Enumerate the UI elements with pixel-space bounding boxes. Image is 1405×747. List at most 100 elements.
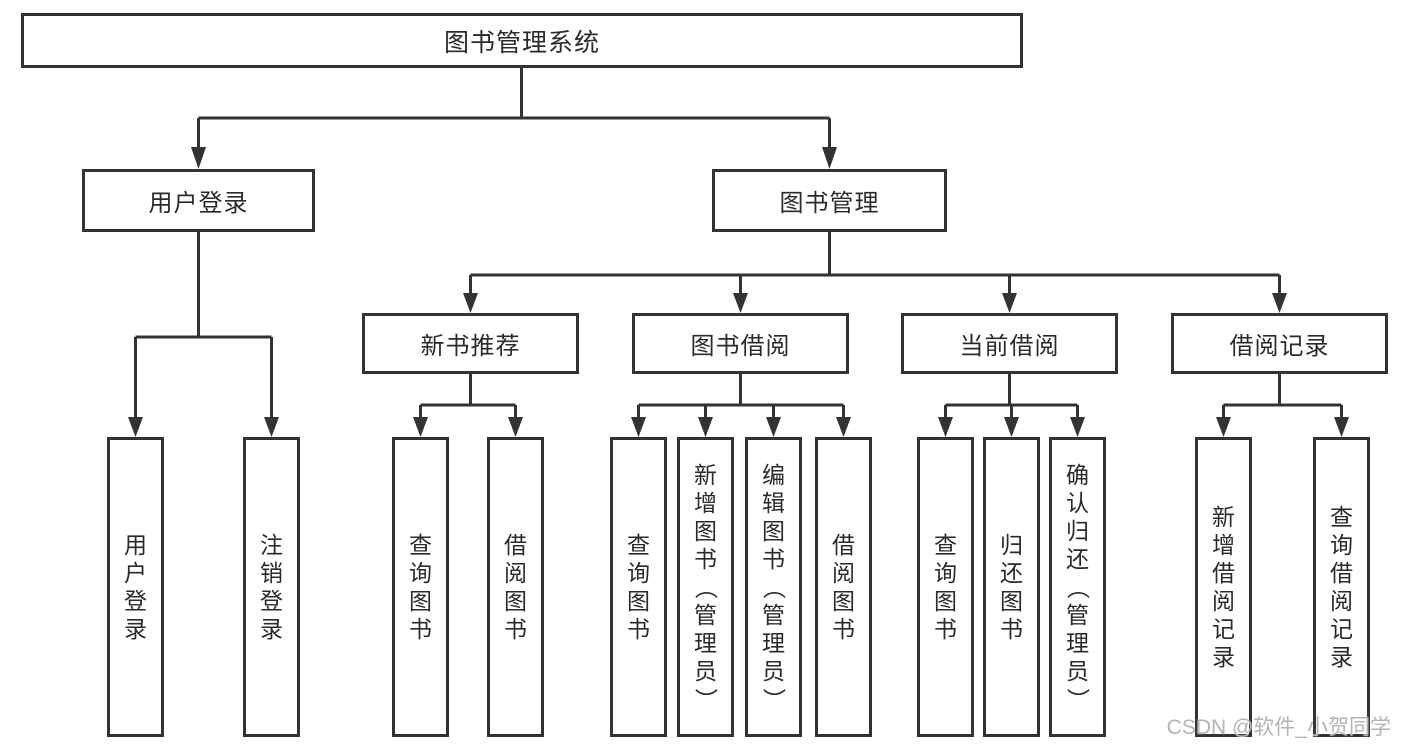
vertical-char: 书 bbox=[762, 545, 785, 572]
vertical-char: 询 bbox=[934, 559, 957, 586]
node-logout: 注销登录 bbox=[243, 437, 300, 737]
node-label: 当前借阅 bbox=[959, 333, 1060, 360]
node-label: 查询图书 bbox=[934, 531, 957, 642]
vertical-char: 书 bbox=[934, 615, 957, 642]
vertical-char: 书 bbox=[832, 615, 855, 642]
node-label: 编辑图书（管理员） bbox=[761, 461, 787, 711]
vertical-char: 询 bbox=[627, 559, 650, 586]
node-label: 查询借阅记录 bbox=[1330, 503, 1353, 670]
vertical-char: 编 bbox=[762, 461, 785, 488]
node-confirm-return-admin: 确认归还 （管理员 ） bbox=[1049, 437, 1106, 737]
vertical-char: 归 bbox=[1000, 531, 1023, 558]
vertical-char: 查 bbox=[627, 531, 650, 558]
watermark: CSDN @软件_小贺同学 bbox=[1166, 716, 1391, 739]
node-label: 新增图书（管理员） bbox=[693, 461, 719, 711]
node-add-borrow-record: 新增借阅记录 bbox=[1195, 437, 1252, 737]
vertical-char: 查 bbox=[1330, 503, 1353, 530]
node-label: 查询图书 bbox=[409, 531, 432, 642]
vertical-char: 还 bbox=[1000, 559, 1023, 586]
node-label: 新增借阅记录 bbox=[1212, 503, 1235, 670]
vertical-char: 新 bbox=[1212, 503, 1235, 530]
node-label: 借阅图书 bbox=[832, 531, 855, 642]
node-borrow-books: 借阅图书 bbox=[815, 437, 872, 737]
node-label: 确认归还 （管理员 ） bbox=[1065, 461, 1091, 711]
vertical-char: 管 bbox=[694, 601, 717, 628]
node-edit-books-admin: 编辑图书（管理员） bbox=[745, 437, 802, 737]
node-label: 归还图书 bbox=[1000, 531, 1023, 642]
vertical-char: 登 bbox=[260, 587, 283, 614]
node-label: 图书管理 bbox=[779, 190, 880, 217]
node-label: 新书推荐 bbox=[420, 333, 521, 360]
vertical-char: 图 bbox=[627, 587, 650, 614]
vertical-char: （ bbox=[1065, 575, 1091, 599]
vertical-char: 户 bbox=[124, 559, 147, 586]
vertical-char: 增 bbox=[1212, 531, 1235, 558]
vertical-char: 销 bbox=[260, 559, 283, 586]
vertical-char: 增 bbox=[694, 489, 717, 516]
vertical-char: 注 bbox=[260, 531, 283, 558]
node-label: 借阅图书 bbox=[504, 533, 527, 642]
vertical-char: 阅 bbox=[1212, 587, 1235, 614]
node-label: 用户登录 bbox=[148, 190, 249, 217]
vertical-char: 图 bbox=[934, 587, 957, 614]
vertical-char: 确 bbox=[1066, 461, 1089, 488]
vertical-char: 书 bbox=[409, 615, 432, 642]
vertical-char: ） bbox=[1065, 687, 1091, 711]
vertical-char: 借 bbox=[1212, 559, 1235, 586]
node-book-borrowing: 图书借阅 bbox=[632, 313, 849, 374]
vertical-char: 书 bbox=[1000, 615, 1023, 642]
vertical-char: 录 bbox=[124, 615, 147, 642]
vertical-char: 查 bbox=[409, 531, 432, 558]
node-query-borrow-record: 查询借阅记录 bbox=[1313, 437, 1370, 737]
vertical-char: 记 bbox=[1212, 615, 1235, 642]
vertical-char: 登 bbox=[124, 587, 147, 614]
vertical-char: 员 bbox=[694, 657, 717, 684]
vertical-char: 员 bbox=[1066, 657, 1089, 684]
vertical-char: 理 bbox=[1066, 629, 1089, 656]
vertical-char: （ bbox=[693, 575, 719, 599]
node-label: 图书管理系统 bbox=[443, 28, 600, 57]
vertical-char: 归 bbox=[1066, 517, 1089, 544]
vertical-char: 用 bbox=[124, 531, 147, 558]
vertical-char: 认 bbox=[1066, 489, 1089, 516]
vertical-char: （ bbox=[761, 575, 787, 599]
vertical-char: 还 bbox=[1066, 545, 1089, 572]
vertical-char: 图 bbox=[409, 587, 432, 614]
vertical-char: 阅 bbox=[1330, 587, 1353, 614]
vertical-char: 图 bbox=[762, 517, 785, 544]
vertical-char: 录 bbox=[1330, 643, 1353, 670]
vertical-char: 新 bbox=[694, 461, 717, 488]
vertical-char: 询 bbox=[409, 559, 432, 586]
node-current-borrowing: 当前借阅 bbox=[901, 313, 1118, 374]
node-user-login: 用户登录 bbox=[82, 169, 315, 232]
vertical-char: 记 bbox=[1330, 615, 1353, 642]
vertical-char: 理 bbox=[762, 629, 785, 656]
vertical-char: 询 bbox=[1330, 531, 1353, 558]
node-borrowing-records: 借阅记录 bbox=[1171, 313, 1388, 374]
node-label: 注销登录 bbox=[260, 531, 283, 641]
vertical-char: 图 bbox=[504, 587, 527, 614]
node-label: 用户登录 bbox=[124, 531, 147, 642]
vertical-char: 管 bbox=[762, 601, 785, 628]
node-query-books-borrow: 查询图书 bbox=[610, 437, 667, 737]
node-borrow-books-newbooks: 借阅图书 bbox=[487, 437, 544, 737]
node-book-management: 图书管理 bbox=[712, 169, 947, 232]
vertical-char: 图 bbox=[694, 517, 717, 544]
node-return-books: 归还图书 bbox=[983, 437, 1040, 737]
vertical-char: 图 bbox=[1000, 587, 1023, 614]
vertical-char: ） bbox=[761, 687, 787, 711]
node-library-management-system: 图书管理系统 bbox=[21, 13, 1023, 68]
vertical-char: 借 bbox=[1330, 559, 1353, 586]
vertical-char: 书 bbox=[627, 615, 650, 642]
vertical-char: ） bbox=[693, 687, 719, 711]
vertical-char: 查 bbox=[934, 531, 957, 558]
vertical-char: 书 bbox=[694, 545, 717, 572]
vertical-char: 管 bbox=[1066, 601, 1089, 628]
node-new-book-recommend: 新书推荐 bbox=[362, 313, 579, 374]
vertical-char: 借 bbox=[832, 531, 855, 558]
node-add-books-admin: 新增图书（管理员） bbox=[677, 437, 734, 737]
vertical-char: 书 bbox=[504, 615, 527, 642]
vertical-char: 录 bbox=[1212, 643, 1235, 670]
